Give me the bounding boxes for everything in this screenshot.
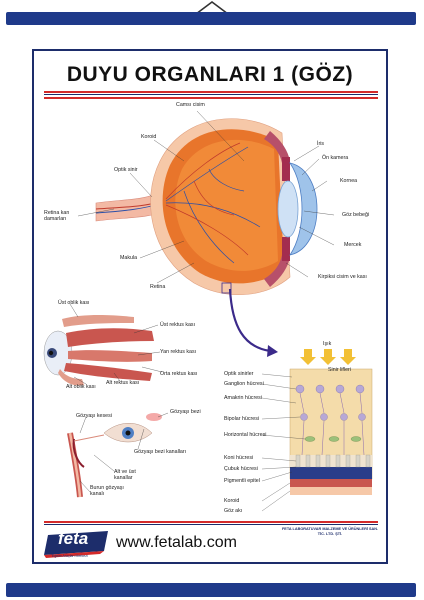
footer-divider-blue: [44, 524, 378, 525]
label-nerve-fibers: Sinir lifleri: [328, 367, 351, 373]
title-divider-2: [44, 97, 378, 99]
muscle-diagram: [43, 303, 163, 386]
label-amacrine: Amakrin hücresi: [224, 395, 262, 401]
label-cornea: Kornea: [340, 178, 358, 184]
label-lens: Mercek: [344, 242, 362, 248]
poster-title: DUYU ORGANLARI 1 (GÖZ): [66, 63, 354, 86]
label-anterior-chamber: Ön kamera: [322, 155, 349, 161]
label-retina: Retina: [150, 284, 166, 290]
label-ganglion: Ganglion hücresi: [224, 381, 264, 387]
lens-shape: [277, 180, 299, 238]
label-lacrimal-gland: Gözyaşı bezi: [170, 409, 201, 415]
poster-hanger: [0, 0, 424, 40]
label-light: Işık: [323, 341, 332, 347]
top-rod: [6, 12, 416, 25]
label-lateral-rectus: Yan rektus kası: [160, 349, 197, 355]
retina-detail: [261, 349, 373, 512]
label-medial-rectus: Orta rektus kası: [160, 371, 198, 377]
label-inferior-rectus: Alt rektus kası: [106, 380, 140, 386]
label-pigment-epithelium: Pigmentli epitel: [224, 478, 260, 484]
label-nasolacrimal-duct: Burun gözyaşı kanalı: [90, 485, 124, 497]
label-choroid-detail: Koroid: [224, 498, 240, 504]
lacrimal-diagram: [67, 412, 169, 498]
feta-logo-text: feta: [58, 529, 89, 548]
label-ciliary-body: Kirpiksi cisim ve kası: [318, 274, 367, 280]
label-lacrimal-sac: Gözyaşı kesesi: [76, 413, 112, 419]
label-choroid: Koroid: [141, 134, 157, 140]
label-rod: Çubuk hücresi: [224, 466, 258, 472]
title-divider: [44, 91, 378, 93]
feta-tagline: Eğitim Araçları Merkezi: [52, 554, 88, 558]
label-superior-rectus: Üst rektus kası: [160, 322, 196, 328]
label-canaliculi: Alt ve üst kanallar: [114, 469, 136, 481]
label-sclera-detail: Göz akı: [224, 508, 243, 514]
label-pupil: Göz bebeği: [342, 212, 370, 218]
label-horizontal: Horizontal hücresi: [224, 432, 267, 438]
cornea-shape: [289, 162, 318, 256]
company-name: FETA LABORATUVAR MALZEME VE ÜRÜNLERİ SAN…: [281, 527, 379, 536]
eye-diagram: [43, 110, 373, 512]
hanger-hook-icon: [195, 1, 229, 15]
label-retinal-vessels: Retina kan damarları: [44, 210, 70, 222]
label-iris: İris: [317, 141, 325, 147]
title-divider-blue: [44, 94, 378, 95]
label-gland-ducts: Gözyaşı bezi kanalları: [134, 449, 187, 455]
vitreous-body-shape: [175, 139, 278, 271]
feta-logo-icon: [44, 531, 108, 558]
poster: DUYU ORGANLARI 1 (GÖZ): [32, 49, 388, 564]
website-url[interactable]: www.fetalab.com: [116, 534, 237, 551]
label-inferior-oblique: Alt oblik kası: [66, 384, 96, 390]
footer-divider: [44, 521, 378, 523]
label-optic-nerve-text: Optik sinir: [114, 167, 138, 173]
label-cone: Koni hücresi: [224, 455, 254, 461]
label-bipolar: Bipolar hücresi: [224, 416, 260, 422]
label-superior-oblique: Üst oblik kası: [58, 300, 90, 306]
label-optic-nerves: Optik sinirler: [224, 371, 254, 377]
label-macula: Makula: [120, 255, 138, 261]
bottom-rod: [6, 583, 416, 597]
label-vitreous-body: Camsı cisim: [176, 102, 205, 108]
